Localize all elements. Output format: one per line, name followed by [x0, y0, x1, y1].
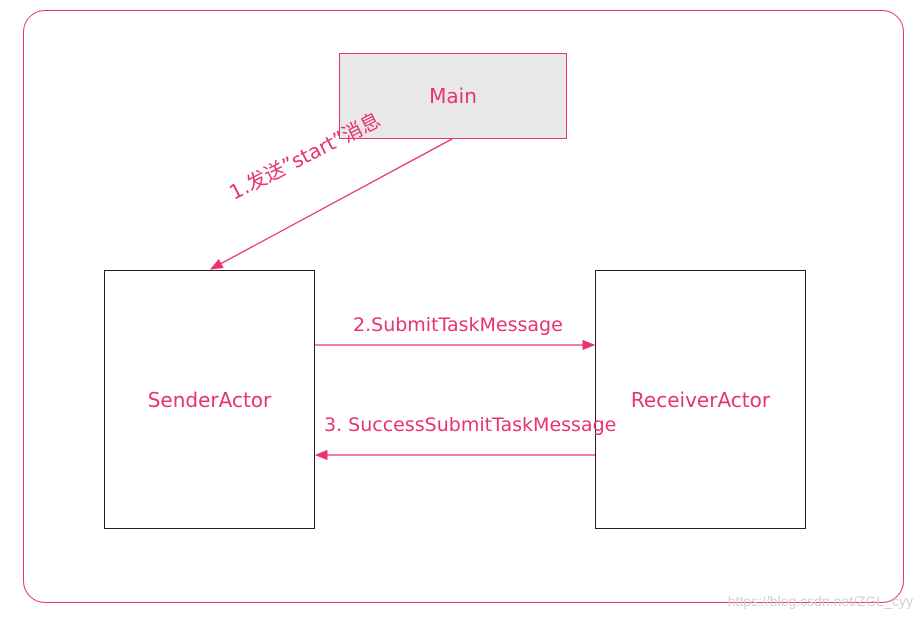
node-main-label: Main [429, 84, 477, 108]
edge-label-submit: 2.SubmitTaskMessage [353, 314, 563, 336]
node-main: Main [339, 53, 567, 139]
node-receiver-actor: ReceiverActor [595, 270, 806, 529]
node-sender-actor: SenderActor [104, 270, 315, 529]
diagram-frame [23, 10, 904, 603]
node-receiver-actor-label: ReceiverActor [630, 387, 771, 412]
watermark: https://blog.csdn.net/ZGL_cyy [727, 593, 913, 609]
edge-label-success: 3. SuccessSubmitTaskMessage [324, 414, 617, 436]
node-sender-actor-label: SenderActor [147, 387, 272, 412]
